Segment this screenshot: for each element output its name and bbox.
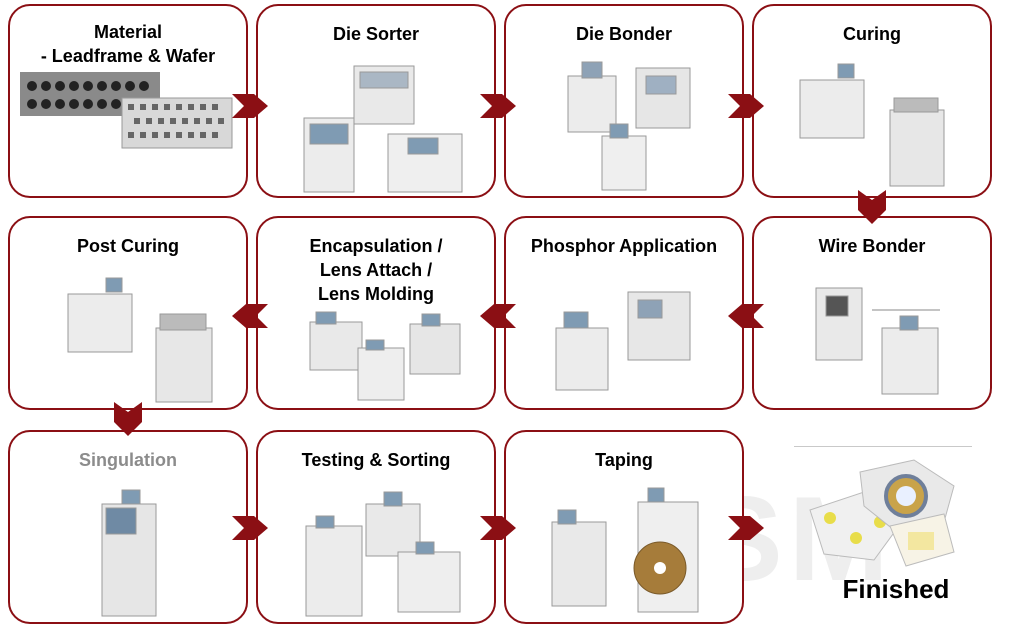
finished-label: Finished — [842, 574, 950, 604]
step-post-curing: Post Curing — [8, 216, 248, 410]
finished-panel — [794, 446, 994, 626]
step-title: Phosphor Application — [530, 236, 718, 256]
arrow-left-icon — [232, 304, 268, 328]
arrow-left-icon — [480, 304, 516, 328]
die-sorter-machines — [303, 65, 463, 193]
post-curing-machines — [67, 277, 213, 403]
finished-led-image — [809, 459, 955, 567]
step-testing: Testing & Sorting — [256, 430, 496, 624]
wire-bonder-machines — [815, 287, 940, 395]
leadframe-wafer-image — [20, 72, 233, 149]
step-title: Material - Leadframe & Wafer — [40, 22, 216, 66]
testing-sorting-machines — [305, 491, 461, 617]
arrow-right-icon — [728, 516, 764, 540]
step-title: Post Curing — [77, 236, 179, 256]
step-title: Die Sorter — [332, 24, 420, 44]
step-taping: Taping — [504, 430, 744, 624]
step-title: Singulation — [79, 450, 177, 470]
step-encapsulation: Encapsulation / Lens Attach / Lens Moldi… — [256, 216, 496, 410]
arrow-right-icon — [728, 94, 764, 118]
phosphor-machines — [555, 291, 691, 391]
step-title: Wire Bonder — [818, 236, 926, 256]
step-die-bonder: Die Bonder — [504, 4, 744, 198]
step-title: Die Bonder — [575, 24, 672, 44]
encapsulation-machines — [309, 311, 461, 401]
curing-machines — [799, 63, 945, 187]
arrow-down-icon — [114, 402, 142, 436]
step-title: Testing & Sorting — [301, 450, 451, 470]
step-die-sorter: Die Sorter — [256, 4, 496, 198]
step-material: Material - Leadframe & Wafer — [8, 4, 248, 198]
step-curing: Curing — [752, 4, 992, 198]
singulation-machine — [101, 489, 157, 617]
arrow-right-icon — [480, 516, 516, 540]
taping-machines — [551, 487, 699, 613]
divider — [794, 446, 972, 447]
die-bonder-machines — [567, 61, 691, 191]
step-title: Encapsulation / Lens Attach / Lens Moldi… — [309, 236, 443, 304]
arrow-right-icon — [232, 516, 268, 540]
arrow-down-icon — [858, 190, 886, 224]
arrow-right-icon — [232, 94, 268, 118]
step-wire-bonder: Wire Bonder — [752, 216, 992, 410]
step-title: Curing — [843, 24, 901, 44]
step-title: Taping — [595, 450, 653, 470]
step-phosphor: Phosphor Application — [504, 216, 744, 410]
arrow-right-icon — [480, 94, 516, 118]
step-singulation: Singulation — [8, 430, 248, 624]
arrow-left-icon — [728, 304, 764, 328]
